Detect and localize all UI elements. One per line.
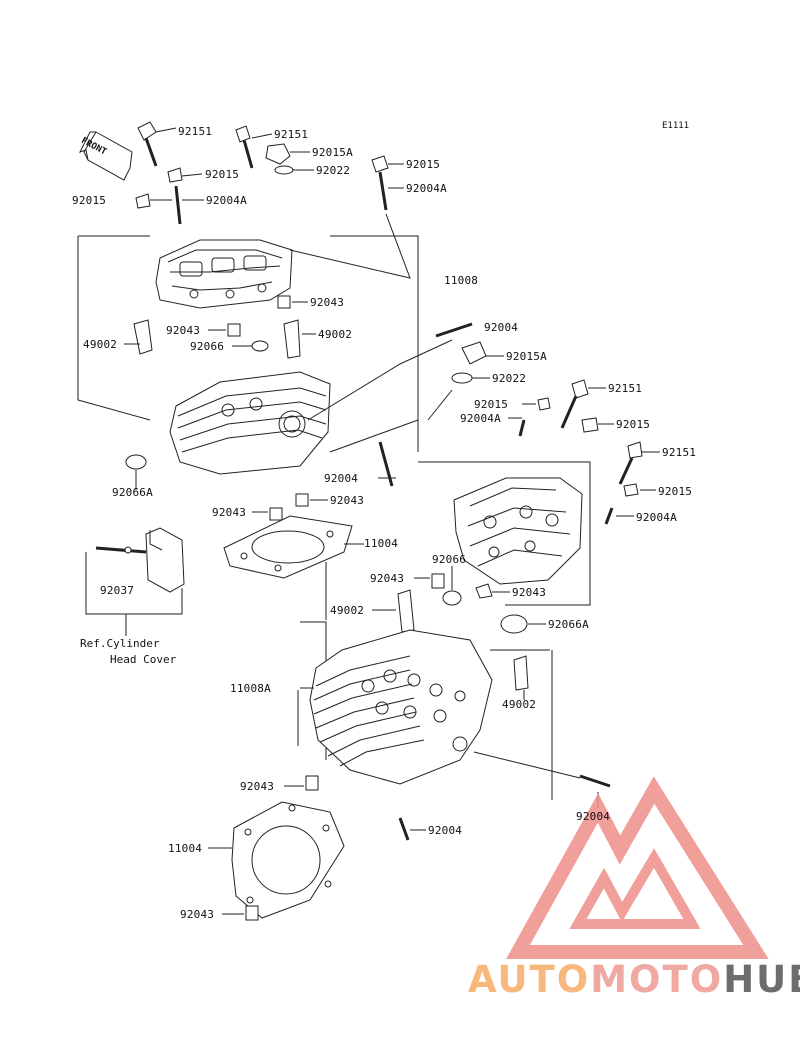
part-label: 92066A — [548, 618, 589, 631]
part-label: 92015 — [72, 194, 107, 207]
rear-rocker-case — [155, 239, 293, 309]
logo-part-moto: MOTO — [590, 958, 724, 1001]
logo-part-hub: HUB — [723, 958, 800, 1001]
part-label: 92004A — [406, 182, 447, 195]
part-label: 11008 — [444, 274, 479, 287]
part-label: 92015 — [616, 418, 651, 431]
part-label: 92015A — [312, 146, 353, 159]
cam-chain-tensioner — [95, 527, 185, 593]
part-label: 92043 — [240, 780, 275, 793]
part-label: 92015A — [506, 350, 547, 363]
front-head-gasket — [231, 801, 345, 919]
part-label: 92043 — [180, 908, 215, 921]
ref-note-line2: Head Cover — [110, 653, 177, 666]
nut-92015A-top — [265, 143, 291, 165]
part-label: 92004A — [636, 511, 677, 524]
part-label: 92151 — [178, 125, 213, 138]
part-label: 92043 — [166, 324, 201, 337]
automotohub-logo-triangle — [506, 776, 769, 959]
part-label: 92015 — [406, 158, 441, 171]
ref-note-line1: Ref.Cylinder — [80, 637, 160, 650]
part-label: 92066 — [432, 553, 467, 566]
part-label: 49002 — [502, 698, 537, 711]
part-label: 92066 — [190, 340, 225, 353]
part-label: 92043 — [370, 572, 405, 585]
part-label: 92004A — [460, 412, 501, 425]
part-label: 92043 — [512, 586, 547, 599]
part-label: 92015 — [474, 398, 509, 411]
part-label: 49002 — [83, 338, 118, 351]
part-label: 92151 — [608, 382, 643, 395]
part-label: 92043 — [212, 506, 247, 519]
part-label: 92151 — [274, 128, 309, 141]
part-label: 11004 — [364, 537, 399, 550]
front-arrow-icon — [79, 131, 133, 181]
part-label: 92004 — [428, 824, 463, 837]
automotohub-logo-text: AUTOMOTOHUB — [468, 958, 800, 1001]
part-label: 92004 — [576, 810, 611, 823]
figure-id: E1111 — [662, 121, 690, 131]
front-rocker-case — [453, 477, 583, 585]
part-label: 92037 — [100, 584, 135, 597]
part-label: 92151 — [662, 446, 697, 459]
logo-part-auto: AUTO — [468, 958, 591, 1001]
bolt-92151-a — [137, 121, 158, 167]
rear-cylinder-head — [169, 371, 331, 475]
part-label: 92043 — [330, 494, 365, 507]
part-label: 92004A — [206, 194, 247, 207]
part-label: 92066A — [112, 486, 153, 499]
part-label: 11004 — [168, 842, 203, 855]
part-label: 49002 — [318, 328, 353, 341]
part-label: 92022 — [316, 164, 351, 177]
part-label: 92022 — [492, 372, 527, 385]
bolt-92151-b — [235, 125, 254, 169]
part-label: 92015 — [658, 485, 693, 498]
part-label: 49002 — [330, 604, 365, 617]
front-cylinder-head — [309, 629, 493, 785]
part-label: 92004 — [484, 321, 519, 334]
rear-head-gasket — [223, 515, 353, 579]
part-label: 92004 — [324, 472, 359, 485]
part-label: 11008A — [230, 682, 271, 695]
part-label: 92043 — [310, 296, 345, 309]
part-label: 92015 — [205, 168, 240, 181]
